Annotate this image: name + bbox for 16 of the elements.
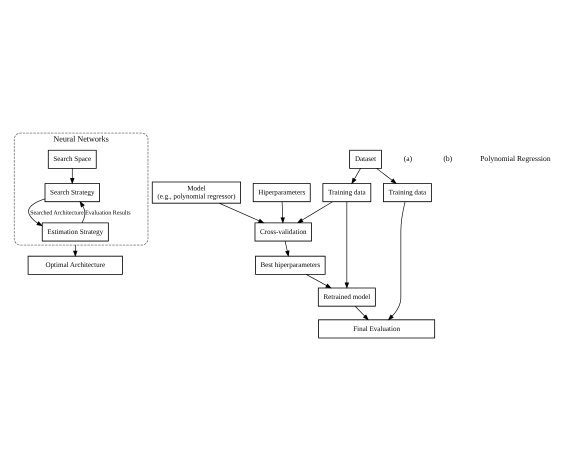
arrow xyxy=(351,168,361,184)
arrow xyxy=(376,168,397,184)
arrow xyxy=(219,202,265,224)
arrow xyxy=(28,198,46,226)
arrow xyxy=(80,200,86,224)
arrow xyxy=(344,201,350,289)
arrow xyxy=(296,201,333,224)
arrow xyxy=(306,274,332,288)
arrow xyxy=(70,168,74,184)
label: Polynomial Regression xyxy=(480,154,551,164)
arrow xyxy=(388,201,406,320)
arrow xyxy=(280,202,285,224)
arrow xyxy=(354,306,369,320)
label: (b) xyxy=(443,154,452,164)
arrow xyxy=(284,240,290,258)
label: (a) xyxy=(404,154,412,164)
